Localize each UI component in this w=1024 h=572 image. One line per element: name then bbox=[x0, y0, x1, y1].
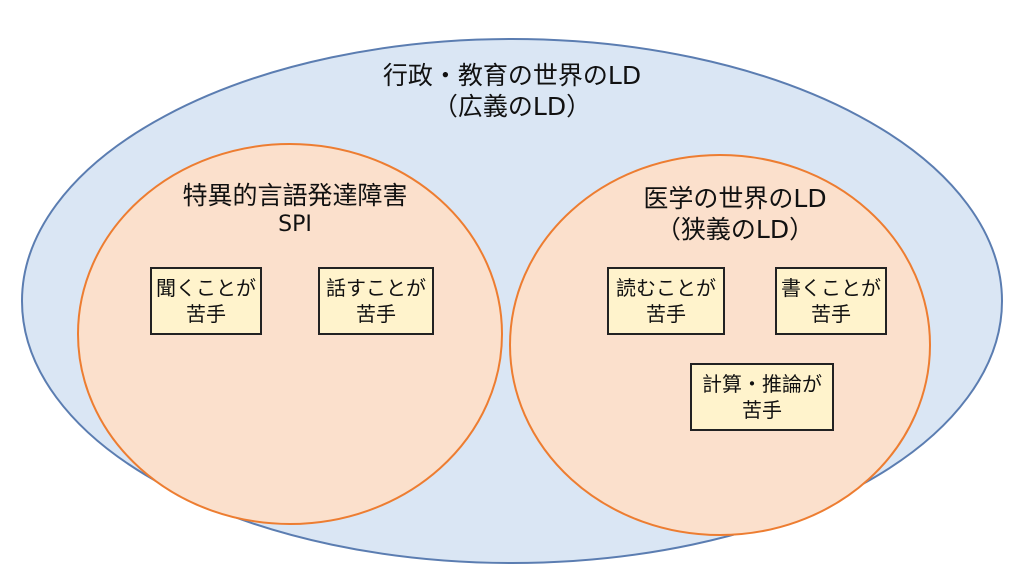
box-speaking-line2: 苦手 bbox=[356, 302, 396, 326]
box-writing-line1: 書くことが bbox=[781, 276, 881, 300]
box-calculation-line1: 計算・推論が bbox=[702, 372, 822, 396]
box-calculation-line2: 苦手 bbox=[742, 398, 782, 422]
box-writing: 書くことが 苦手 bbox=[775, 267, 887, 335]
box-reading: 読むことが 苦手 bbox=[607, 267, 725, 335]
left-title-line1: 特異的言語発達障害 bbox=[182, 181, 408, 210]
right-title-line2: （狭義のLD） bbox=[655, 215, 815, 245]
right-title: 医学の世界のLD （狭義のLD） bbox=[540, 183, 930, 246]
box-calculation: 計算・推論が 苦手 bbox=[690, 363, 834, 431]
left-title-line2: SPI bbox=[278, 212, 312, 238]
box-listening-line2: 苦手 bbox=[186, 302, 226, 326]
left-title: 特異的言語発達障害 SPI bbox=[110, 180, 480, 239]
outer-title: 行政・教育の世界のLD （広義のLD） bbox=[312, 60, 712, 123]
box-listening: 聞くことが 苦手 bbox=[150, 267, 262, 335]
box-reading-line2: 苦手 bbox=[646, 302, 686, 326]
right-ellipse bbox=[509, 154, 931, 536]
box-speaking-line1: 話すことが bbox=[326, 276, 426, 300]
box-speaking: 話すことが 苦手 bbox=[318, 267, 434, 335]
left-ellipse bbox=[77, 143, 503, 525]
right-title-line1: 医学の世界のLD bbox=[643, 184, 827, 213]
outer-title-line2: （広義のLD） bbox=[432, 92, 592, 122]
box-writing-line2: 苦手 bbox=[811, 302, 851, 326]
outer-title-line1: 行政・教育の世界のLD bbox=[382, 61, 642, 90]
box-reading-line1: 読むことが bbox=[616, 276, 716, 300]
box-listening-line1: 聞くことが bbox=[156, 276, 256, 300]
